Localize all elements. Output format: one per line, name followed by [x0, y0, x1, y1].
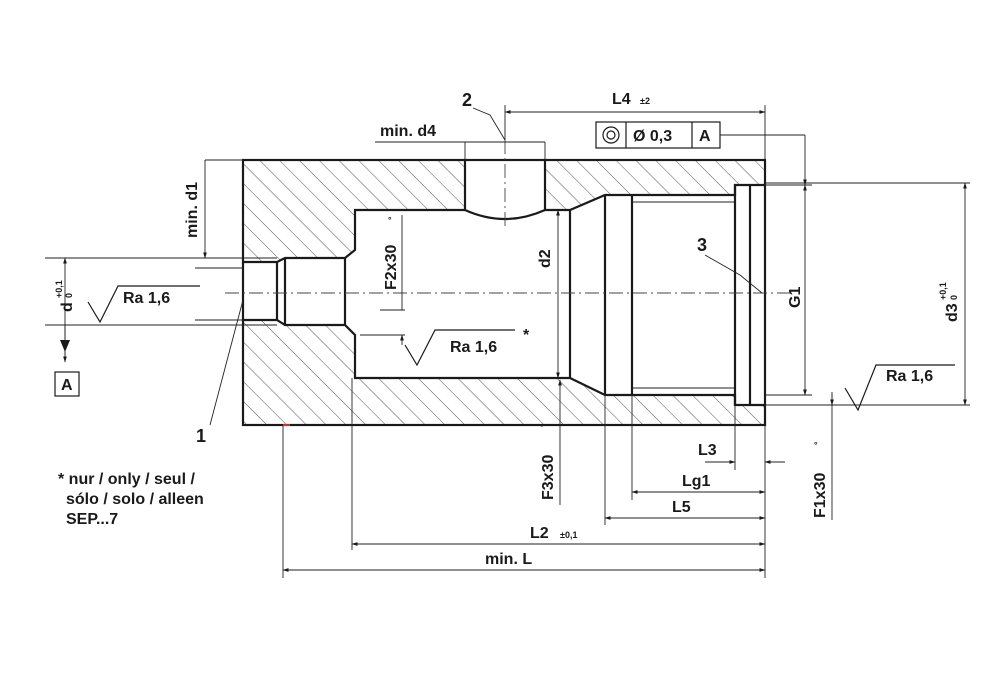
callout-2: 2 — [462, 90, 472, 110]
l2-label: L2 — [530, 525, 549, 542]
footnote-line-2: sólo / solo / alleen — [66, 491, 204, 508]
roughness-symbol-right — [844, 364, 955, 412]
callout-3: 3 — [697, 235, 707, 255]
tolerance-value: Ø 0,3 — [633, 128, 672, 145]
footnote-line-1: * nur / only / seul / — [58, 471, 195, 488]
degree-mark: ° — [814, 440, 818, 450]
concentricity-icon — [602, 126, 620, 144]
min-d4-label: min. d4 — [380, 123, 436, 140]
tolerance-datum: A — [699, 128, 711, 145]
tolerance-frame — [595, 121, 807, 186]
l3-label: L3 — [698, 442, 717, 459]
d-tolerance-bottom: 0 — [64, 293, 74, 298]
min-l-label: min. L — [485, 551, 532, 568]
datum-label: A — [61, 377, 73, 394]
labels: min. d4 min. d1 F2x30 ° d2 G1 d3 +0,1 0 … — [54, 90, 961, 568]
degree-mark: ° — [540, 422, 544, 432]
d2-label: d2 — [537, 249, 554, 268]
callout-1: 1 — [196, 426, 206, 446]
l2-tolerance: ±0,1 — [560, 530, 577, 540]
d3-tolerance-bottom: 0 — [949, 295, 959, 300]
d3-label: d3 — [944, 303, 961, 322]
footnote-line-3: SEP...7 — [66, 511, 118, 528]
d3-tolerance-top: +0,1 — [938, 282, 948, 300]
roughness-symbol-center — [404, 329, 515, 367]
roughness-right-label: Ra 1,6 — [886, 368, 933, 385]
outer-outline — [241, 158, 767, 427]
datum-box — [54, 340, 80, 397]
min-d1-label: min. d1 — [184, 182, 201, 238]
extension-lines — [45, 105, 970, 578]
dimension-lines — [63, 110, 967, 572]
hatched-section — [243, 160, 765, 425]
f1x30-label: F1x30 — [812, 473, 829, 518]
lg1-label: Lg1 — [682, 473, 711, 490]
g1-label: G1 — [787, 287, 804, 308]
part-body — [225, 140, 790, 427]
l5-label: L5 — [672, 499, 691, 516]
callout-leaders — [209, 107, 763, 426]
f2x30-label: F2x30 — [383, 245, 400, 290]
roughness-center-label: Ra 1,6 — [450, 339, 497, 356]
f3x30-label: F3x30 — [540, 455, 557, 500]
roughness-symbol-left — [87, 285, 200, 324]
l4-tolerance: ±2 — [640, 96, 650, 106]
degree-mark: ° — [388, 215, 392, 225]
l4-label: L4 — [612, 91, 631, 108]
d-label: d — [59, 302, 76, 312]
roughness-center-star: * — [523, 327, 530, 344]
roughness-left-label: Ra 1,6 — [123, 290, 170, 307]
d-tolerance-top: +0,1 — [54, 280, 64, 298]
